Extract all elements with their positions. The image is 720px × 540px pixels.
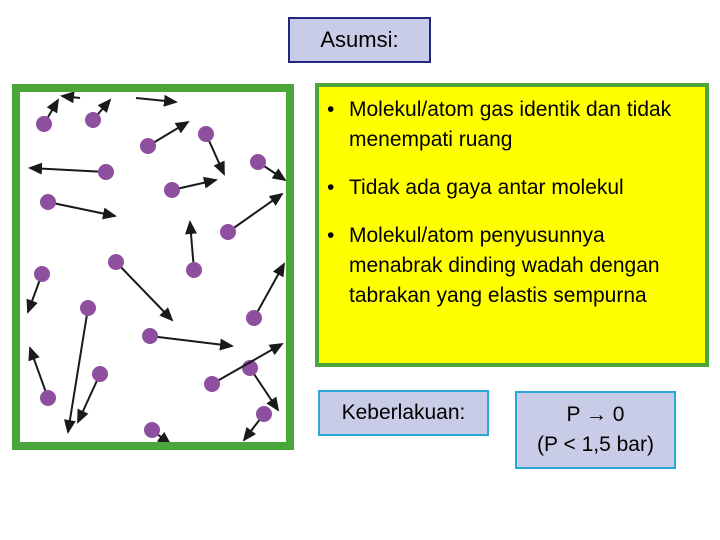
assumption-item-2: • Tidak ada gaya antar molekul [327,173,693,203]
assumption-text-1: Molekul/atom gas identik dan tidak menem… [349,98,672,151]
gas-molecule [198,126,214,142]
title-box: Asumsi: [288,17,431,63]
velocity-arrow [63,307,89,434]
velocity-arrow [77,373,101,424]
gas-molecule [144,422,160,438]
gas-molecule [80,300,96,316]
velocity-arrow [185,220,197,271]
condition-line-2: (P < 1,5 bar) [537,433,654,456]
gas-molecule [108,254,124,270]
bullet-dot: • [327,98,335,121]
assumption-item-3: • Molekul/atom penyusunnya menabrak dind… [327,221,693,311]
gas-molecule [36,116,52,132]
gas-molecule [250,154,266,170]
title-text: Asumsi: [320,27,399,52]
validity-label: Keberlakuan: [341,401,466,424]
gas-molecule [186,262,202,278]
velocity-arrow [227,192,284,233]
gas-molecule [246,310,262,326]
gas-molecule [34,266,50,282]
velocity-arrow [211,343,284,385]
assumption-text-3: Molekul/atom penyusunnya menabrak dindin… [349,224,660,307]
gas-molecule [256,406,272,422]
gas-molecule [92,366,108,382]
gas-molecule [142,328,158,344]
gas-molecule [204,376,220,392]
velocity-arrow [149,335,234,351]
velocity-arrow [115,261,174,322]
gas-molecule [220,224,236,240]
velocity-arrow [253,262,285,319]
validity-label-box: Keberlakuan: [318,390,489,436]
velocity-arrow [135,94,178,107]
gas-molecule [164,182,180,198]
gas-molecule [40,390,56,406]
condition-line-1: P → 0 [566,403,625,426]
gas-molecule [40,194,56,210]
gas-molecule [85,112,101,128]
gas-molecules-diagram [26,92,286,442]
assumption-text-2: Tidak ada gaya antar molekul [349,176,624,199]
velocity-arrow [249,367,280,412]
velocity-arrow [47,201,117,220]
gas-molecule [98,164,114,180]
assumption-item-1: • Molekul/atom gas identik dan tidak men… [327,95,693,155]
velocity-arrow [28,346,49,399]
bullet-dot: • [327,224,335,247]
gas-container [12,84,294,450]
velocity-arrow [60,92,81,104]
velocity-arrow [28,162,107,175]
assumptions-box: • Molekul/atom gas identik dan tidak men… [315,83,709,367]
bullet-dot: • [327,176,335,199]
gas-molecule [140,138,156,154]
condition-box: P → 0 (P < 1,5 bar) [515,391,676,469]
